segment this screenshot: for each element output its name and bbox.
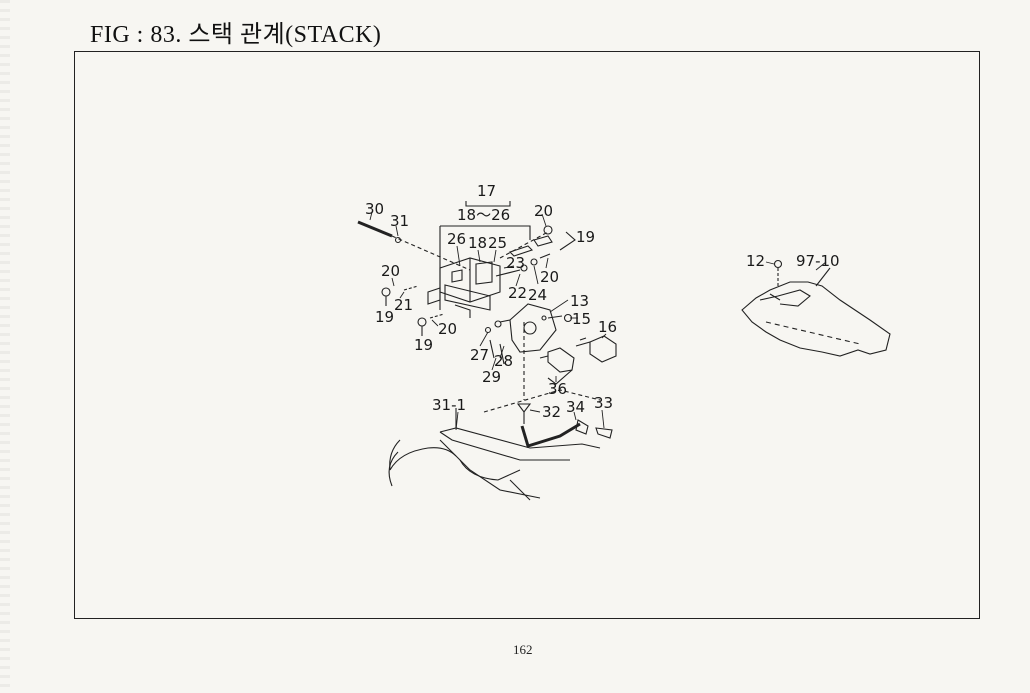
bracket-17: [465, 201, 511, 207]
cover-97-10: [741, 267, 891, 357]
callout-30: 30: [365, 200, 384, 218]
callout-20-mid: 20: [540, 268, 559, 286]
callout-20-lower: 20: [438, 320, 457, 338]
actuator-16: [575, 335, 617, 363]
callout-15: 15: [572, 310, 591, 328]
callout-19-left: 19: [375, 308, 394, 326]
callout-16: 16: [598, 318, 617, 336]
fitting-32: [516, 403, 532, 413]
callout-21: 21: [394, 296, 413, 314]
bolt-30: [357, 220, 471, 271]
bolt-12: [773, 259, 783, 269]
callout-97-10: 97-10: [796, 252, 840, 270]
callout-12: 12: [746, 252, 765, 270]
callout-17: 17: [477, 182, 496, 200]
bracket-plate-13: [494, 303, 557, 353]
callout-33: 33: [594, 394, 613, 412]
callout-19-top: 19: [576, 228, 595, 246]
knob-19-left: [381, 287, 391, 297]
callout-34: 34: [566, 398, 585, 416]
callout-19-lower: 19: [414, 336, 433, 354]
washer-31: [394, 236, 402, 244]
callout-31-1: 31-1: [432, 396, 466, 414]
callout-22: 22: [508, 284, 527, 302]
callout-18: 18: [468, 234, 487, 252]
callout-28: 28: [494, 352, 513, 370]
callout-20-left: 20: [381, 262, 400, 280]
stack-block: [427, 257, 501, 318]
callout-13: 13: [570, 292, 589, 310]
nut-20-top: [543, 225, 553, 235]
callout-20-top: 20: [534, 202, 553, 220]
knob-19-lower: [417, 317, 427, 327]
callout-25: 25: [488, 234, 507, 252]
callout-24: 24: [528, 286, 547, 304]
callout-23: 23: [506, 254, 525, 272]
cylinder-36: [539, 347, 575, 385]
diagram-frame: [74, 51, 980, 619]
page-number: 162: [513, 642, 533, 657]
frame-31-1: [388, 389, 601, 501]
callout-26: 26: [447, 230, 466, 248]
callout-27: 27: [470, 346, 489, 364]
callout-32: 32: [542, 403, 561, 421]
callout-29: 29: [482, 368, 501, 386]
clip-33: [595, 427, 613, 439]
scan-edge: [0, 0, 10, 693]
pipe-34: [520, 419, 589, 448]
callout-18-26: 18～26: [457, 206, 510, 224]
callout-36: 36: [548, 380, 567, 398]
figure-title: FIG : 83. 스택 관계(STACK): [90, 22, 382, 48]
callout-31: 31: [390, 212, 409, 230]
